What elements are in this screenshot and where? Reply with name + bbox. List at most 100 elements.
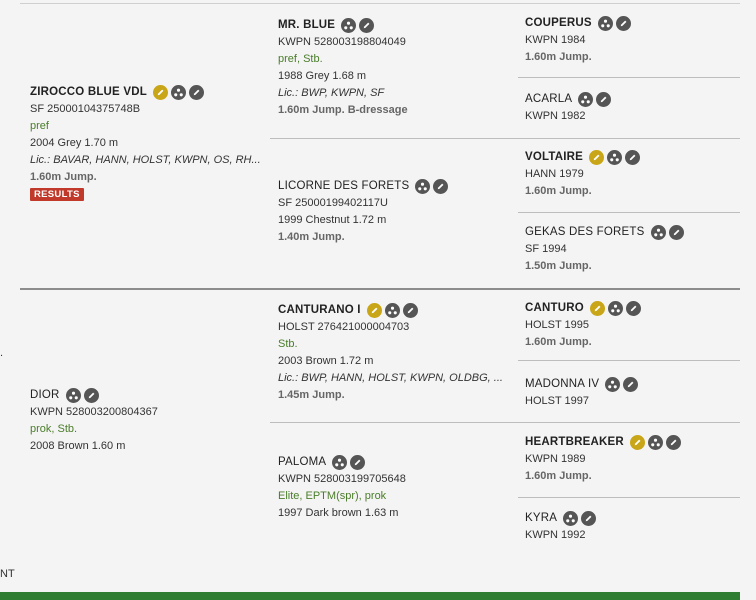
pedigree-tree-icon[interactable]: [341, 18, 357, 33]
edit-icon[interactable]: [402, 303, 418, 318]
horse-card-sdd: GEKAS DES FORETS SF 1994 1.50m Jump.: [525, 224, 684, 275]
horse-details: 2004 Grey 1.70 m: [30, 137, 119, 149]
results-button[interactable]: RESULTS: [30, 188, 84, 201]
pencil-highlight-icon[interactable]: [629, 435, 645, 450]
divider: [270, 422, 740, 423]
horse-card-ss: MR. BLUE KWPN 528003198804049 pref, Stb.…: [278, 17, 408, 119]
performance: 1.60m Jump.: [525, 336, 592, 348]
horse-name[interactable]: VOLTAIRE: [525, 149, 641, 166]
horse-card-dam: DIOR KWPN 528003200804367 prok, Stb. 200…: [30, 387, 158, 455]
divider: [270, 138, 740, 139]
registration-number: KWPN 528003200804367: [30, 406, 158, 418]
pedigree-tree-icon[interactable]: [607, 150, 623, 165]
registration-number: KWPN 1982: [525, 110, 586, 122]
horse-card-ddd: KYRA KWPN 1992: [525, 510, 597, 544]
pencil-highlight-icon[interactable]: [152, 85, 168, 100]
performance: 1.60m Jump.: [525, 185, 592, 197]
horse-name[interactable]: HEARTBREAKER: [525, 434, 681, 451]
studbook-status: Stb.: [278, 338, 298, 350]
pencil-highlight-icon[interactable]: [589, 150, 605, 165]
edit-icon[interactable]: [668, 225, 684, 240]
pencil-highlight-icon[interactable]: [589, 301, 605, 316]
performance: 1.60m Jump.: [30, 171, 97, 183]
edit-icon[interactable]: [665, 435, 681, 450]
edit-icon[interactable]: [623, 377, 639, 392]
horse-card-dsd: MADONNA IV HOLST 1997: [525, 376, 639, 410]
horse-card-sds: VOLTAIRE HANN 1979 1.60m Jump.: [525, 149, 641, 200]
divider: [20, 3, 740, 4]
horse-name[interactable]: COUPERUS: [525, 15, 631, 32]
studbook-status: pref, Stb.: [278, 53, 323, 65]
horse-name[interactable]: MR. BLUE: [278, 17, 375, 34]
horse-name[interactable]: ZIROCCO BLUE VDL: [30, 84, 204, 101]
pedigree-tree-icon[interactable]: [597, 16, 613, 31]
edit-icon[interactable]: [596, 92, 612, 107]
licenses: Lic.: BWP, HANN, HOLST, KWPN, OLDBG, ...: [278, 372, 503, 384]
horse-name[interactable]: LICORNE DES FORETS: [278, 178, 449, 195]
pedigree-tree-icon[interactable]: [647, 435, 663, 450]
registration-number: HOLST 276421000004703: [278, 321, 410, 333]
registration-number: HOLST 1997: [525, 395, 590, 407]
edit-icon[interactable]: [359, 18, 375, 33]
pedigree-tree-icon[interactable]: [607, 301, 623, 316]
pedigree-tree-icon[interactable]: [650, 225, 666, 240]
horse-details: 1997 Dark brown 1.63 m: [278, 507, 399, 519]
edit-icon[interactable]: [83, 388, 99, 403]
registration-number: KWPN 528003199705648: [278, 473, 406, 485]
pedigree-tree-icon[interactable]: [384, 303, 400, 318]
pedigree-tree-icon[interactable]: [332, 455, 348, 470]
edit-icon[interactable]: [433, 179, 449, 194]
footer-bar: [0, 592, 740, 600]
horse-card-dds: HEARTBREAKER KWPN 1989 1.60m Jump.: [525, 434, 681, 485]
divider: [518, 212, 740, 213]
studbook-status: prok, Stb.: [30, 423, 78, 435]
performance: 1.45m Jump.: [278, 389, 345, 401]
pedigree-panel: ZIROCCO BLUE VDL SF 25000104375748B pref…: [0, 3, 740, 600]
edit-icon[interactable]: [615, 16, 631, 31]
horse-details: 1999 Chestnut 1.72 m: [278, 214, 387, 226]
pedigree-tree-icon[interactable]: [578, 92, 594, 107]
horse-details: 1988 Grey 1.68 m: [278, 70, 367, 82]
edit-icon[interactable]: [625, 301, 641, 316]
edit-icon[interactable]: [350, 455, 366, 470]
licenses: Lic.: BAVAR, HANN, HOLST, KWPN, OS, RH..…: [30, 154, 261, 166]
pencil-highlight-icon[interactable]: [366, 303, 382, 318]
horse-card-dd: PALOMA KWPN 528003199705648 Elite, EPTM(…: [278, 454, 406, 522]
pedigree-tree-icon[interactable]: [563, 511, 579, 526]
horse-name[interactable]: CANTURO: [525, 300, 641, 317]
performance: 1.60m Jump.: [525, 470, 592, 482]
registration-number: KWPN 1989: [525, 453, 586, 465]
performance: 1.50m Jump.: [525, 260, 592, 272]
registration-number: KWPN 1992: [525, 529, 586, 541]
edit-icon[interactable]: [581, 511, 597, 526]
divider: [518, 497, 740, 498]
horse-card-ds: CANTURANO I HOLST 276421000004703 Stb. 2…: [278, 302, 503, 404]
registration-number: SF 1994: [525, 243, 567, 255]
horse-name[interactable]: GEKAS DES FORETS: [525, 224, 684, 241]
registration-number: KWPN 1984: [525, 34, 586, 46]
horse-name[interactable]: PALOMA: [278, 454, 366, 471]
divider: [20, 288, 740, 290]
cut-off-text: .: [0, 347, 4, 359]
pedigree-tree-icon[interactable]: [65, 388, 81, 403]
registration-number: SF 25000199402117U: [278, 197, 388, 209]
edit-icon[interactable]: [188, 85, 204, 100]
pedigree-tree-icon[interactable]: [415, 179, 431, 194]
horse-name[interactable]: CANTURANO I: [278, 302, 418, 319]
horse-card-ssd: ACARLA KWPN 1982: [525, 91, 612, 125]
registration-number: SF 25000104375748B: [30, 103, 141, 115]
horse-card-dss: CANTURO HOLST 1995 1.60m Jump.: [525, 300, 641, 351]
pedigree-tree-icon[interactable]: [170, 85, 186, 100]
pedigree-tree-icon[interactable]: [605, 377, 621, 392]
horse-card-sd: LICORNE DES FORETS SF 25000199402117U 19…: [278, 178, 449, 246]
horse-name[interactable]: MADONNA IV: [525, 376, 639, 393]
studbook-status: pref: [30, 120, 49, 132]
horse-name[interactable]: KYRA: [525, 510, 597, 527]
studbook-status: Elite, EPTM(spr), prok: [278, 490, 387, 502]
horse-name[interactable]: DIOR: [30, 387, 99, 404]
horse-name[interactable]: ACARLA: [525, 91, 612, 108]
edit-icon[interactable]: [625, 150, 641, 165]
registration-number: HOLST 1995: [525, 319, 590, 331]
registration-number: KWPN 528003198804049: [278, 36, 406, 48]
licenses: Lic.: BWP, KWPN, SF: [278, 87, 385, 99]
